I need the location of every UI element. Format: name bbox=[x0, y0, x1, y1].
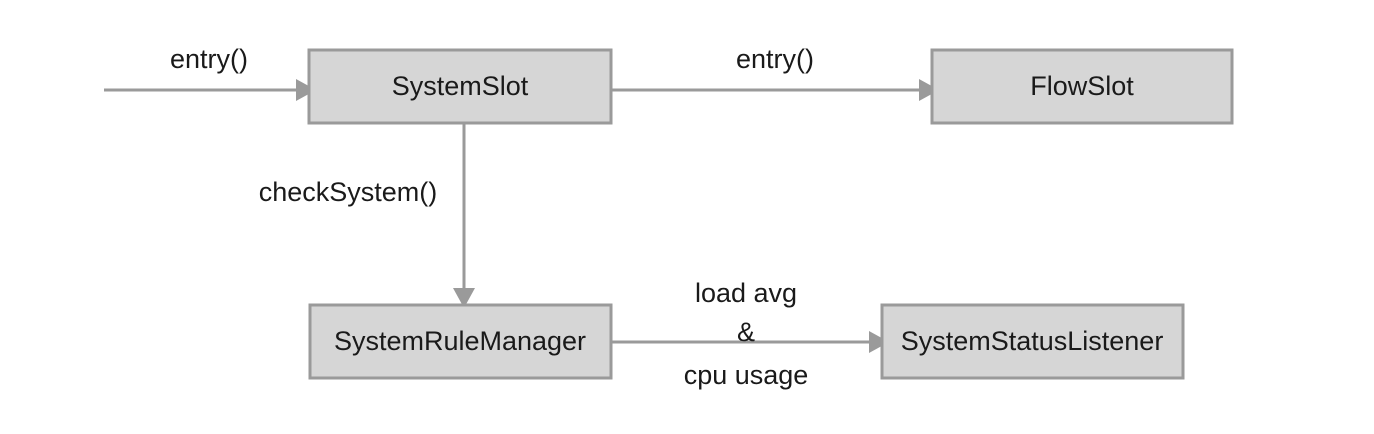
node-system-slot[interactable]: SystemSlot bbox=[307, 48, 613, 125]
node-label-system-status-listener: SystemStatusListener bbox=[901, 326, 1164, 356]
node-box[interactable] bbox=[930, 48, 1234, 125]
node-box[interactable] bbox=[880, 303, 1185, 380]
edge-label-load-avg: load avg bbox=[695, 278, 797, 308]
node-label-flow-slot: FlowSlot bbox=[1030, 71, 1134, 101]
node-box[interactable] bbox=[307, 48, 613, 125]
node-system-status-listener[interactable]: SystemStatusListener bbox=[880, 303, 1185, 380]
edge-label-ampersand: & bbox=[737, 317, 755, 347]
arrow-head-icon bbox=[869, 331, 889, 353]
node-label-system-slot: SystemSlot bbox=[392, 71, 529, 101]
edge-rule-manager-to-status-listener: load avg & cpu usage bbox=[611, 278, 889, 390]
arrow-head-icon bbox=[919, 79, 939, 101]
node-flow-slot[interactable]: FlowSlot bbox=[930, 48, 1234, 125]
edge-label-check-system: checkSystem() bbox=[259, 177, 438, 207]
edge-system-slot-to-flow-slot: entry() bbox=[611, 44, 939, 101]
node-box[interactable] bbox=[308, 303, 613, 380]
node-system-rule-manager[interactable]: SystemRuleManager bbox=[308, 303, 613, 380]
edge-system-slot-to-rule-manager: checkSystem() bbox=[259, 123, 475, 308]
arrow-head-icon bbox=[453, 288, 475, 308]
edge-label-cpu-usage: cpu usage bbox=[684, 360, 809, 390]
node-label-system-rule-manager: SystemRuleManager bbox=[334, 326, 586, 356]
edge-label-entry-into-system-slot: entry() bbox=[170, 44, 248, 74]
edge-label-system-slot-to-flow-slot: entry() bbox=[736, 44, 814, 74]
edge-entry-into-system-slot: entry() bbox=[104, 44, 316, 101]
arrow-head-icon bbox=[296, 79, 316, 101]
